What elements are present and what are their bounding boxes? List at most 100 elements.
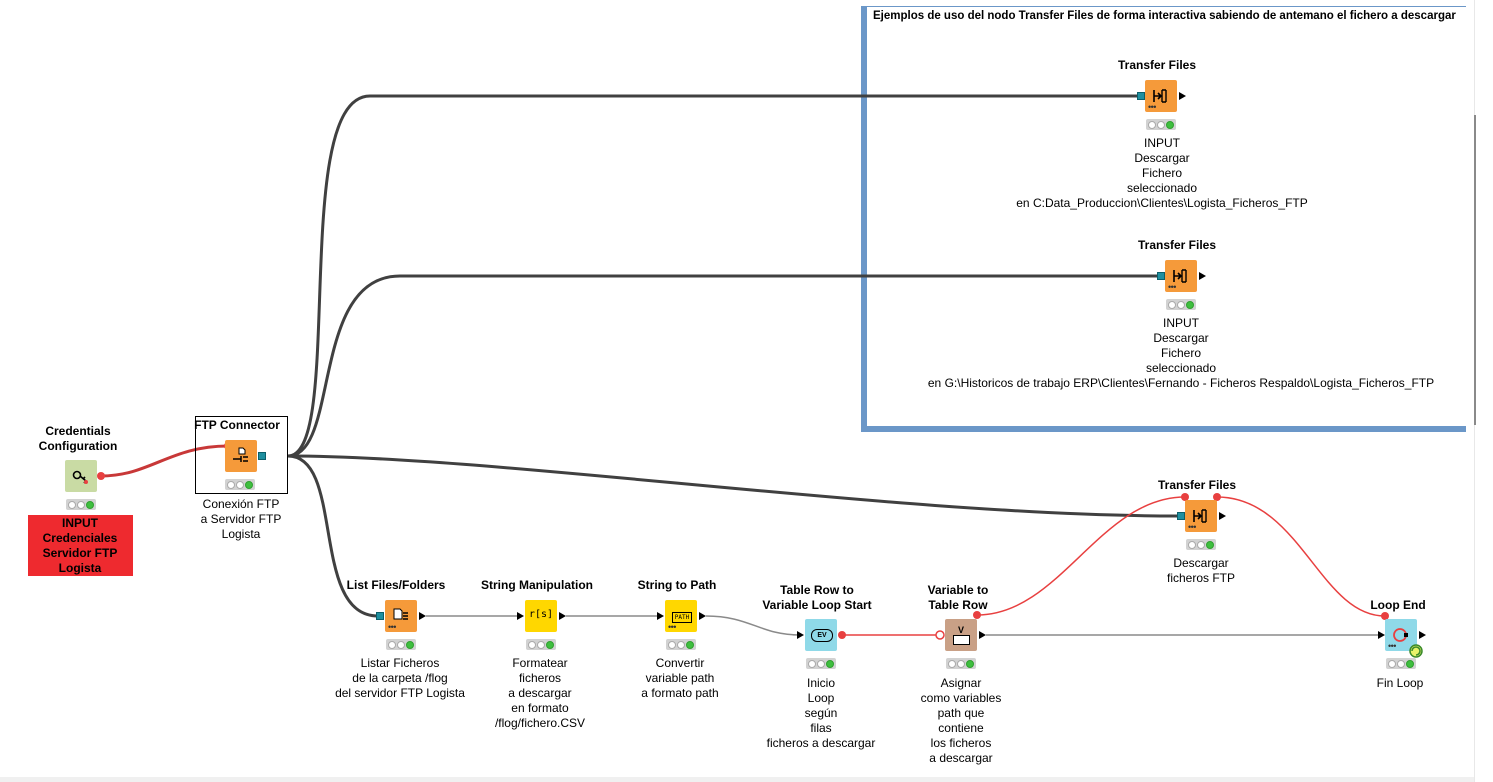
path-icon: PATH <box>672 612 692 623</box>
node-title-ftp-connector: FTP Connector <box>194 418 280 432</box>
node-credentials[interactable] <box>65 460 97 492</box>
connection-path-to-loop[interactable] <box>705 615 801 636</box>
flow-port[interactable] <box>1213 493 1221 501</box>
node-status-credentials <box>66 499 96 510</box>
transfer-icon <box>1193 509 1207 523</box>
connection-credentials-to-ftp[interactable] <box>100 444 229 478</box>
vertical-scrollbar-thumb[interactable] <box>1474 115 1476 425</box>
node-status-transfer-files-2 <box>1166 299 1196 310</box>
input-port[interactable] <box>657 612 664 620</box>
folder-list-icon <box>393 608 408 620</box>
ftp-connection-input-port[interactable] <box>1177 512 1185 520</box>
connection-ftp-to-transfer-1[interactable] <box>287 94 1137 458</box>
node-title-list-files: List Files/Folders <box>346 578 446 592</box>
loop-start-icon: EV <box>811 629 833 642</box>
dots-icon: ••• <box>668 622 676 632</box>
input-port[interactable] <box>517 612 524 620</box>
node-variable-to-table[interactable]: V <box>945 619 977 651</box>
node-transfer-files-1[interactable]: ••• <box>1145 80 1177 112</box>
flow-port[interactable] <box>97 472 105 480</box>
node-status-string-to-path <box>666 639 696 650</box>
flow-port[interactable] <box>935 630 945 640</box>
ftp-connection-port[interactable] <box>258 452 266 460</box>
node-string-manipulation[interactable]: r[s] <box>525 600 557 632</box>
node-status-loop-end <box>1386 658 1416 669</box>
transfer-icon <box>1153 89 1167 103</box>
annotation-text: Ejemplos de uso del nodo Transfer Files … <box>873 10 1456 22</box>
dots-icon: ••• <box>1148 102 1156 112</box>
dots-icon: ••• <box>1188 522 1196 532</box>
ftp-connection-input-port[interactable] <box>1137 92 1145 100</box>
transfer-icon <box>1173 269 1187 283</box>
vertical-scrollbar[interactable] <box>1474 0 1493 782</box>
node-status-string-manipulation <box>526 639 556 650</box>
node-label-loop-end: Fin Loop <box>1376 676 1424 690</box>
node-transfer-files-3[interactable]: ••• <box>1185 500 1217 532</box>
node-transfer-files-2[interactable]: ••• <box>1165 260 1197 292</box>
output-port[interactable] <box>1219 512 1226 520</box>
string-icon: r[s] <box>528 609 554 620</box>
refresh-icon <box>1409 644 1423 658</box>
dots-icon: ••• <box>1168 282 1176 292</box>
connection-variable-to-transfer-3[interactable] <box>976 496 1186 616</box>
key-icon <box>72 470 88 484</box>
flow-port[interactable] <box>838 631 846 639</box>
node-loop-end[interactable]: ••• <box>1385 619 1417 651</box>
output-port[interactable] <box>979 631 986 639</box>
node-list-files[interactable]: ••• <box>385 600 417 632</box>
flow-port[interactable] <box>1381 612 1389 620</box>
output-port[interactable] <box>699 612 706 620</box>
node-string-to-path[interactable]: PATH ••• <box>665 600 697 632</box>
node-ftp-connector[interactable] <box>225 440 257 472</box>
node-title-transfer-files-1: Transfer Files <box>1117 58 1197 72</box>
connection-ftp-to-list[interactable] <box>287 454 379 618</box>
node-status-ftp-connector <box>225 479 255 490</box>
output-port[interactable] <box>1179 92 1186 100</box>
loop-end-icon <box>1393 628 1408 642</box>
node-selection-box <box>195 416 288 494</box>
ftp-connection-input-port[interactable] <box>376 612 384 620</box>
node-status-transfer-files-1 <box>1146 119 1176 130</box>
connection-ftp-to-transfer-3[interactable] <box>287 454 1178 518</box>
connection-ftp-to-transfer-2[interactable] <box>287 274 1157 458</box>
horizontal-scrollbar[interactable] <box>0 777 1474 782</box>
input-port[interactable] <box>1378 631 1385 639</box>
node-title-loop-end: Loop End <box>1370 598 1426 612</box>
ftp-connection-input-port[interactable] <box>1157 272 1165 280</box>
input-port[interactable] <box>797 631 804 639</box>
flow-port[interactable] <box>1181 493 1189 501</box>
connector-icon <box>233 447 248 462</box>
output-port[interactable] <box>1199 272 1206 280</box>
flow-port[interactable] <box>973 611 981 619</box>
workflow-annotation[interactable]: Ejemplos de uso del nodo Transfer Files … <box>861 6 1466 432</box>
node-status-table-row-loop <box>806 658 836 669</box>
node-table-row-loop[interactable]: EV <box>805 619 837 651</box>
node-title-string-to-path: String to Path <box>637 578 717 592</box>
output-port[interactable] <box>1419 631 1426 639</box>
dots-icon: ••• <box>388 622 396 632</box>
output-port[interactable] <box>559 612 566 620</box>
node-title-transfer-files-2: Transfer Files <box>1137 238 1217 252</box>
node-title-string-manipulation: String Manipulation <box>481 578 593 592</box>
output-port[interactable] <box>419 612 426 620</box>
connection-transfer-3-to-loop-end[interactable] <box>1216 496 1386 617</box>
table-icon <box>953 635 970 645</box>
variable-icon: V <box>957 625 964 635</box>
node-title-transfer-files-3: Transfer Files <box>1157 478 1237 492</box>
node-status-variable-to-table <box>946 658 976 669</box>
